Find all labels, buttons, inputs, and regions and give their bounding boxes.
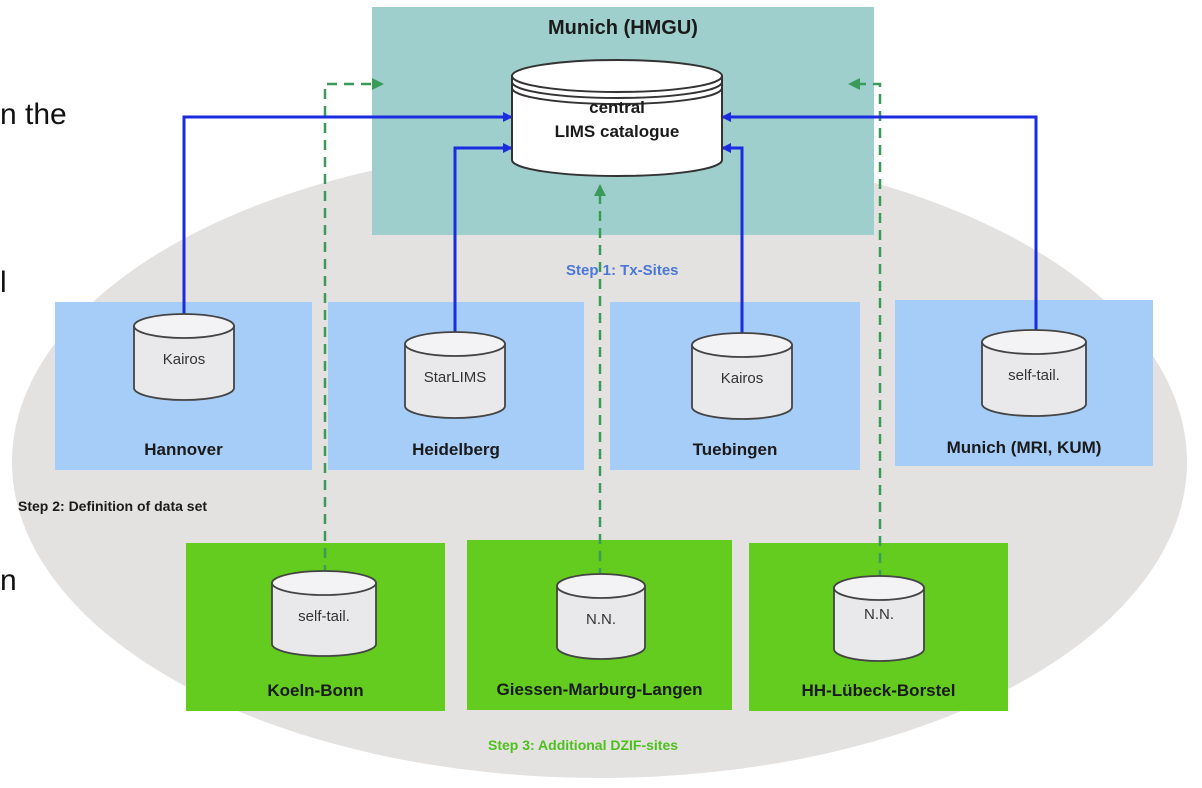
db-label-tuebingen: Kairos (720, 370, 764, 387)
database-icon-heidelberg (404, 331, 506, 419)
hub-title: Munich (HMGU) (548, 17, 698, 39)
solid-arrow-munich-mri (721, 112, 1038, 332)
dashed-arrow-koeln-bonn (323, 78, 384, 575)
central-db-label-line1: central (589, 98, 645, 117)
database-icon-koeln-bonn (271, 570, 377, 657)
tx-site-name: Hannover (144, 440, 223, 459)
central-database-icon (511, 59, 723, 177)
tx-site-name: Tuebingen (692, 440, 778, 459)
dzif-site-name: Koeln-Bonn (267, 681, 364, 700)
db-label-giessen: N.N. (586, 611, 616, 628)
step2-label: Step 2: Definition of data set (18, 498, 208, 514)
left-text-fragment-3: n (0, 564, 17, 597)
step1-label: Step 1: Tx-Sites (566, 262, 679, 279)
solid-arrow-heidelberg (453, 143, 513, 336)
step3-label: Step 3: Additional DZIF-sites (488, 737, 679, 753)
solid-arrow-tuebingen (721, 143, 744, 337)
dzif-site-name: Giessen-Marburg-Langen (496, 680, 703, 699)
db-label-munich-mri: self-tail. (1008, 367, 1060, 384)
db-label-hh-luebeck: N.N. (864, 606, 894, 623)
database-icon-tuebingen (691, 332, 793, 420)
dzif-site-name: HH-Lübeck-Borstel (801, 681, 956, 700)
database-icon-giessen (556, 573, 646, 660)
database-icon-hannover (133, 313, 235, 401)
tx-site-name: Munich (MRI, KUM) (946, 438, 1102, 457)
db-label-heidelberg: StarLIMS (423, 369, 487, 386)
central-db-label-line2: LIMS catalogue (554, 122, 680, 141)
db-label-hannover: Kairos (162, 351, 206, 368)
db-label-koeln-bonn: self-tail. (298, 608, 350, 625)
central-db-label: central LIMS catalogue (512, 96, 722, 144)
database-icon-munich-mri (981, 329, 1087, 417)
tx-site-name: Heidelberg (412, 440, 500, 459)
left-text-fragment-1: n the (0, 98, 67, 131)
left-text-fragment-2: l (0, 266, 7, 299)
dashed-arrow-hh-luebeck (848, 78, 882, 580)
database-icon-hh-luebeck (833, 575, 925, 662)
solid-arrow-hannover (182, 112, 513, 318)
